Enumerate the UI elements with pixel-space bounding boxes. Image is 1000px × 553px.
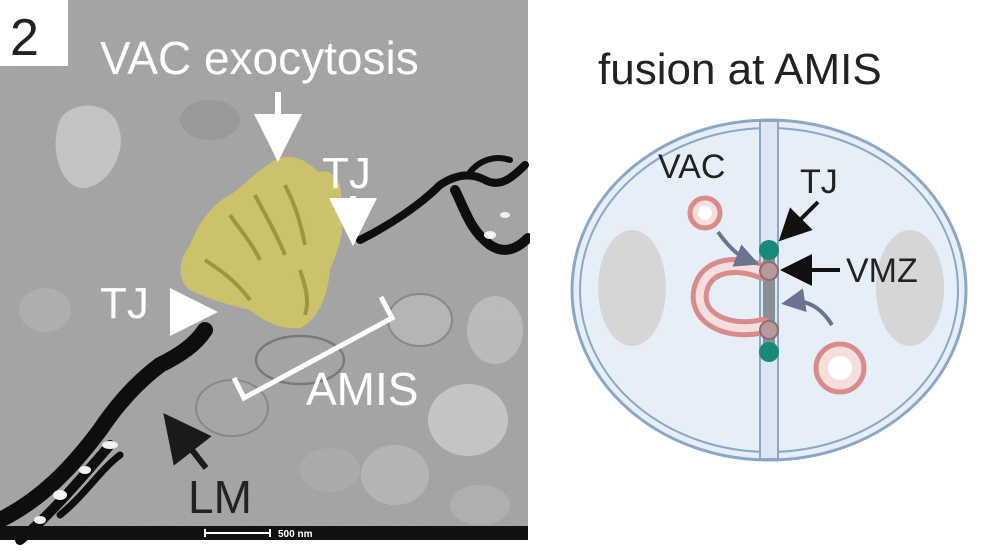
tj-dot-top	[759, 240, 779, 260]
tj-arrow	[778, 200, 820, 242]
vac-movement-arrow-bottom	[781, 288, 834, 327]
tj-dot-bottom	[759, 342, 779, 362]
label-tj: TJ	[800, 163, 838, 201]
nucleus-right	[876, 230, 944, 346]
label-amis: AMIS	[306, 363, 418, 415]
vmz-dot-top	[759, 261, 779, 281]
schematic-panel: fusion at AMIS VAC TJ VMZ	[570, 45, 968, 462]
schematic-title: fusion at AMIS	[598, 45, 882, 94]
vac-exocytosis-highlight	[180, 156, 343, 329]
micrograph-title: VAC exocytosis	[100, 32, 419, 84]
label-tj-left: TJ	[100, 279, 149, 328]
vac-movement-arrow-top	[716, 230, 760, 267]
label-vmz: VMZ	[846, 252, 918, 290]
vmz-dot-bottom	[759, 320, 779, 340]
label-lm: LM	[188, 471, 252, 523]
nucleus-left	[598, 230, 666, 346]
vac-internal-membranes	[203, 184, 310, 316]
label-tj-top: TJ	[322, 149, 371, 198]
amis-bracket	[231, 295, 396, 402]
lm-arrow	[163, 413, 212, 470]
panel-number-box	[0, 0, 68, 66]
scale-bar-label: 500 nm	[278, 529, 313, 540]
panel-number: 2	[10, 9, 39, 67]
label-vac: VAC	[658, 148, 725, 186]
scale-bar	[204, 529, 271, 537]
membrane-lumen	[34, 212, 510, 524]
micrograph-panel: 500 nm 2 VAC exocytosis TJ TJ AMIS LM	[0, 0, 530, 545]
